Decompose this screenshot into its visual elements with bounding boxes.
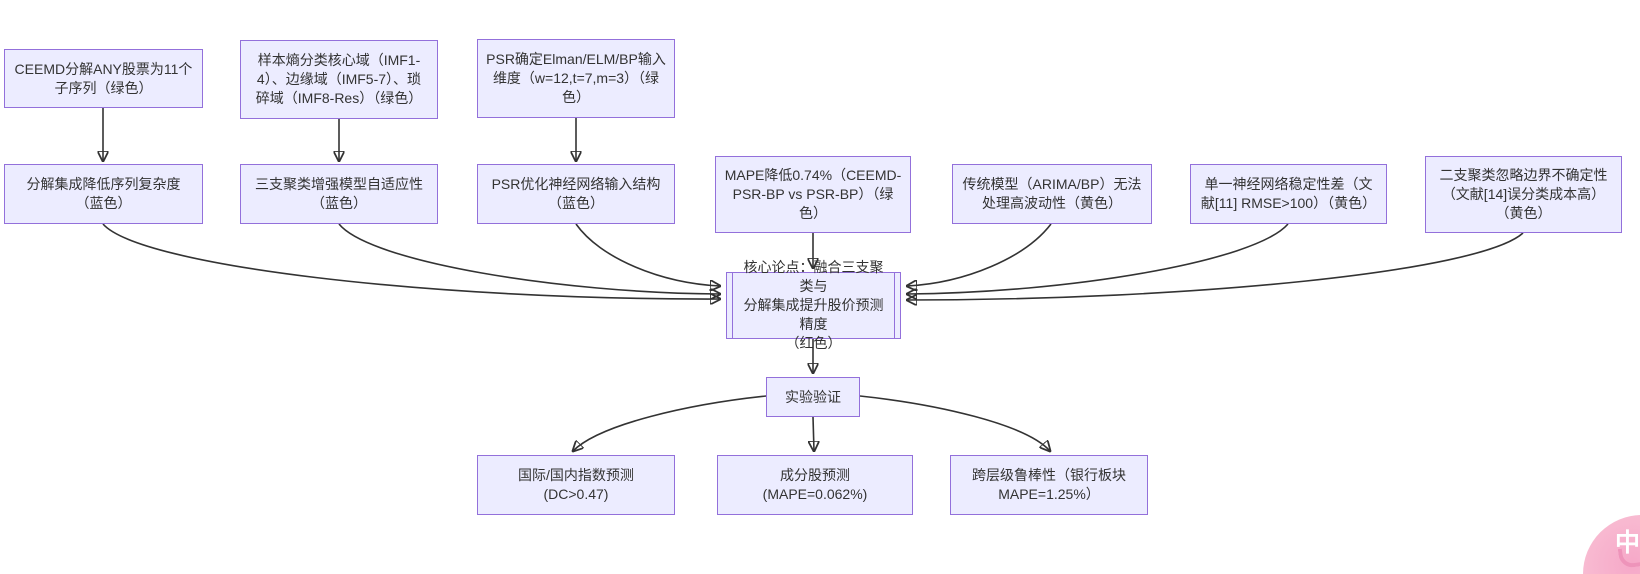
edge-b1-core bbox=[102, 223, 720, 299]
node-decomposition-reduces-complexity: 分解集成降低序列复杂度 （蓝色） bbox=[4, 164, 203, 224]
edge-exp-c3 bbox=[859, 395, 1050, 451]
edge-exp-c1 bbox=[573, 395, 767, 451]
node-psr-input-dimension: PSR确定Elman/ELM/BP输入 维度（w=12,t=7,m=3）（绿 色… bbox=[477, 39, 675, 118]
translate-zh-glyph: 中 bbox=[1615, 529, 1640, 557]
node-mape-reduction: MAPE降低0.74%（CEEMD- PSR-BP vs PSR-BP）（绿 色… bbox=[715, 156, 911, 233]
core-node-right-bar bbox=[894, 272, 895, 339]
edge-b3-core bbox=[575, 223, 720, 286]
edge-b7-core bbox=[907, 232, 1524, 300]
node-ceemd-decomposition: CEEMD分解ANY股票为11个 子序列（绿色） bbox=[4, 49, 203, 108]
node-traditional-model-limits: 传统模型（ARIMA/BP）无法 处理高波动性（黄色） bbox=[952, 164, 1152, 224]
node-core-thesis: 核心论点：融合三支聚类与 分解集成提升股价预测精度 （红色） bbox=[726, 259, 901, 351]
node-constituent-stock-prediction: 成分股预测 (MAPE=0.062%) bbox=[717, 455, 913, 515]
core-node-left-bar bbox=[732, 272, 733, 339]
node-three-way-clustering-adaptivity: 三支聚类增强模型自适应性 （蓝色） bbox=[240, 164, 438, 224]
edge-b2-core bbox=[338, 223, 720, 294]
node-psr-optimizes-input: PSR优化神经网络输入结构 （蓝色） bbox=[477, 164, 675, 224]
node-single-nn-instability: 单一神经网络稳定性差（文 献[11] RMSE>100）（黄色） bbox=[1190, 164, 1387, 224]
edge-exp-c2 bbox=[813, 416, 814, 451]
node-index-prediction: 国际/国内指数预测 (DC>0.47) bbox=[477, 455, 675, 515]
translate-floating-button[interactable]: 中 A bbox=[1583, 515, 1640, 574]
node-two-way-clustering-limits: 二支聚类忽略边界不确定性 （文献[14]误分类成本高） （黄色） bbox=[1425, 156, 1622, 233]
node-experimental-validation: 实验验证 bbox=[766, 377, 860, 417]
edge-b5-core bbox=[907, 223, 1052, 286]
edge-b6-core bbox=[907, 223, 1289, 294]
node-cross-level-robustness: 跨层级鲁棒性（银行板块 MAPE=1.25%） bbox=[950, 455, 1148, 515]
translate-swoosh-shape bbox=[1617, 545, 1640, 569]
node-sample-entropy-domains: 样本熵分类核心域（IMF1- 4）、边缘域（IMF5-7）、琐 碎域（IMF8-… bbox=[240, 40, 438, 119]
